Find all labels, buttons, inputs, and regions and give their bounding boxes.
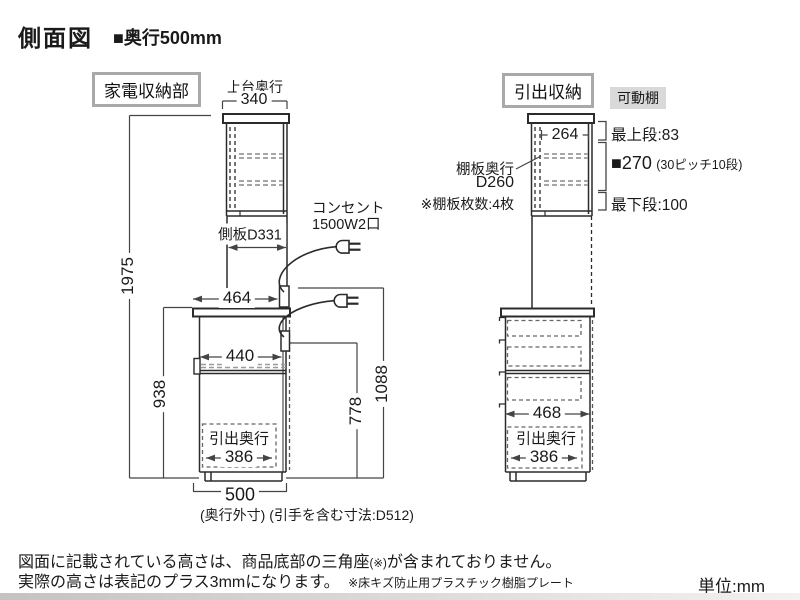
pitch-value: ■270: [611, 153, 652, 173]
dim-440: 440: [221, 346, 259, 366]
left-drawer-depth-label: 引出奥行: [208, 430, 270, 448]
dim-386-right: 386: [525, 447, 563, 467]
footnote-2-main: 実際の高さは表記のプラス3mmになります。: [18, 574, 340, 591]
right-lower-cabinet: [498, 307, 595, 482]
dim-464: 464: [218, 288, 256, 308]
right-upper-cabinet: [527, 113, 595, 309]
footnote-2-ref: ※床キズ防止用プラスチック樹脂プレート: [348, 576, 574, 590]
dim-side-panel-d331: 側板D331: [214, 223, 286, 245]
page-title: 側面図: [18, 25, 93, 51]
shelf-count-note: ※棚板枚数:4枚: [420, 196, 514, 212]
shelf-range-brackets: [598, 120, 607, 211]
left-section-label: 家電収納部: [92, 72, 201, 107]
left-dimension-lines: [128, 100, 385, 493]
dim-386-left: 386: [220, 447, 258, 467]
pitch-note: ■270 (30ピッチ10段): [611, 153, 742, 174]
footnote-1-ref: (※): [369, 558, 387, 570]
dim-340: 340: [236, 91, 272, 109]
dim-778: 778: [346, 392, 366, 430]
dim-1088: 1088: [372, 361, 392, 407]
outlet-label-line1: コンセント: [312, 201, 385, 217]
depth-note: ■奥行500mm: [113, 28, 222, 48]
footnote-line2: 実際の高さは表記のプラス3mmになります。 ※床キズ防止用プラスチック樹脂プレー…: [18, 568, 574, 592]
outer-depth-note: (奥行外寸) (引手を含む寸法:D512): [200, 507, 414, 523]
shelf-leader-line: [515, 155, 542, 170]
pitch-detail: (30ピッチ10段): [656, 158, 743, 172]
footnote-1-main: 図面に記載されている高さは、商品底部の三角座: [18, 554, 370, 571]
unit-label: 単位:mm: [698, 577, 766, 596]
dim-264: 264: [547, 126, 583, 144]
dim-500: 500: [220, 484, 260, 506]
dim-1975: 1975: [118, 253, 138, 299]
shelf-depth-label: 棚板奥行: [456, 162, 514, 178]
footnote-1-tail: が含まれておりません。: [386, 554, 562, 571]
right-drawer-depth-label: 引出奥行: [515, 430, 577, 448]
shelf-depth-value: D260: [475, 174, 514, 191]
top-stage-note: 最上段:83: [611, 127, 680, 144]
outlet-box-lower: [280, 330, 291, 352]
dim-468: 468: [528, 403, 566, 423]
footnote-line1: 図面に記載されている高さは、商品底部の三角座(※)が含まれておりません。: [18, 548, 561, 572]
power-plug-icon-lower: [278, 293, 359, 338]
outlet-label-line2: 1500W2口: [312, 217, 381, 233]
movable-shelf-tag: 可動棚: [610, 87, 666, 109]
power-plug-icon-upper: [278, 239, 361, 293]
outlet-box-upper: [278, 285, 290, 308]
right-section-label: 引出収納: [502, 73, 594, 108]
bottom-gradient-bar: [0, 593, 800, 600]
left-upper-cabinet: [222, 113, 290, 309]
dim-938: 938: [150, 375, 170, 413]
bottom-stage-note: 最下段:100: [611, 197, 688, 214]
